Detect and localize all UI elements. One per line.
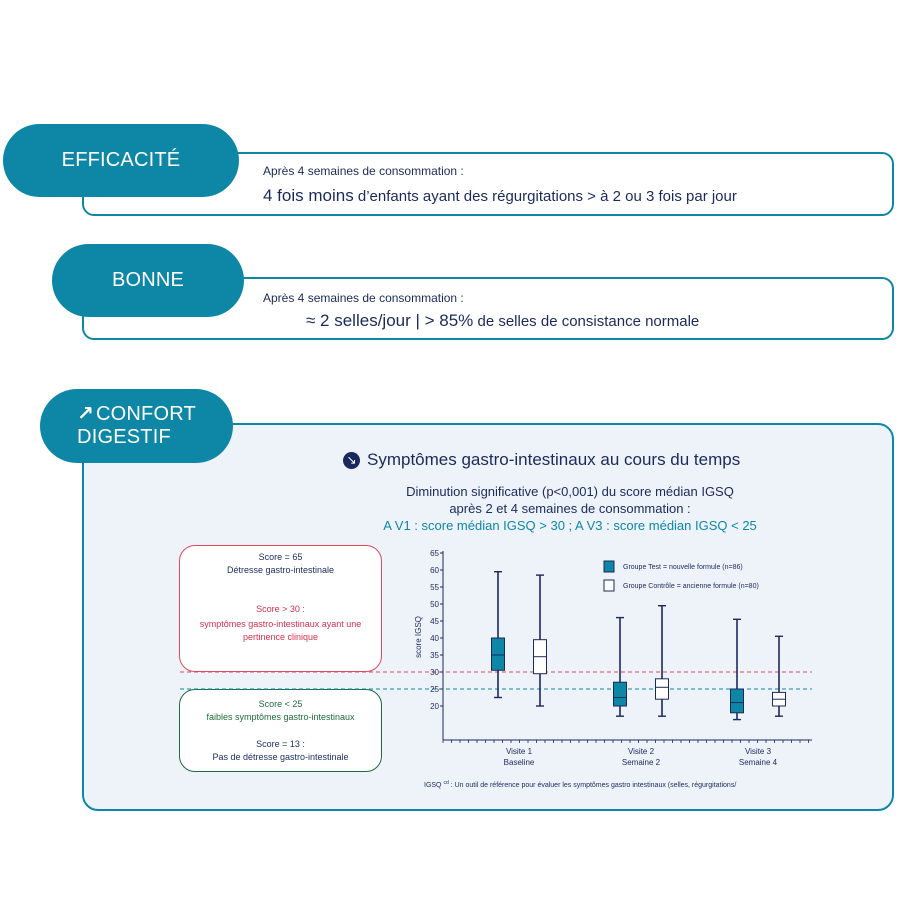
box-iqr: [491, 637, 505, 671]
x-label-period-1: Baseline: [504, 758, 535, 767]
x-label-visit-1: Visite 1: [506, 747, 533, 756]
chart-boxes: [491, 571, 786, 721]
confort-label-line1: CONFORT: [96, 403, 196, 425]
footnote: IGSQ cd : Un outil de référence pour éva…: [424, 780, 736, 789]
clinical-relevance-label: pertinence clinique: [242, 632, 319, 642]
box-control-visit-2: [655, 605, 669, 717]
score-13-label: Score = 13 :: [256, 739, 305, 749]
legend-swatch-test: [603, 560, 615, 573]
down-right-arrow-icon: ↘: [343, 451, 360, 469]
score-low-box: Score < 25 faibles symptômes gastro-inte…: [179, 689, 382, 772]
footnote-sup: cd: [443, 780, 449, 786]
efficacite-highlight: 4 fois moins: [263, 186, 354, 205]
y-tick-label-60: 60: [430, 566, 439, 575]
box-test-visit-3: [730, 618, 744, 721]
confort-pill: ↗CONFORT DIGESTIF: [40, 389, 233, 463]
score-high-box: Score = 65 Détresse gastro-intestinale S…: [179, 545, 382, 672]
score-30-label: Score > 30 :: [256, 604, 305, 614]
y-tick-label-30: 30: [430, 668, 439, 677]
efficacite-pill: EFFICACITÉ: [3, 124, 239, 197]
y-tick-label-45: 45: [430, 617, 439, 626]
trend-up-arrow-icon: ↗: [77, 403, 95, 425]
footnote-igsq: IGSQ: [424, 782, 443, 789]
x-label-period-3: Semaine 4: [739, 758, 778, 767]
bonne-label: BONNE: [111, 269, 185, 291]
score-25-label: Score < 25: [258, 699, 303, 709]
efficacite-intro: Après 4 semaines de consommation :: [263, 164, 464, 178]
chart-subtitle-1: Diminution significative (p<0,001) du sc…: [406, 484, 734, 499]
bonne-intro: Après 4 semaines de consommation :: [263, 291, 464, 305]
chart-title: Symptômes gastro-intestinaux au cours du…: [367, 450, 741, 469]
chart-subtitle-3: A V1 : score médian IGSQ > 30 ; A V3 : s…: [383, 518, 757, 533]
bonne-statement: ≈ 2 selles/jour | > 85% de selles de con…: [306, 311, 699, 331]
box-test-visit-2: [613, 616, 627, 717]
no-distress-label: Pas de détresse gastro-intestinale: [212, 752, 349, 762]
bonne-highlight: ≈ 2 selles/jour | > 85%: [306, 311, 474, 330]
y-tick-label-35: 35: [430, 651, 439, 660]
x-label-visit-3: Visite 3: [745, 747, 772, 756]
low-symptoms-label: faibles symptômes gastro-intestinaux: [206, 712, 355, 722]
y-tick-label-55: 55: [430, 583, 439, 592]
chart-subtitle-2: après 2 et 4 semaines de consommation :: [449, 501, 691, 516]
confort-label-line2: DIGESTIF: [77, 426, 171, 448]
efficacite-text: d’enfants ayant des régurgitations > à 2…: [353, 188, 737, 205]
y-tick-label-25: 25: [430, 685, 439, 694]
legend-label-control: Groupe Contrôle = ancienne formule (n=80…: [623, 583, 759, 590]
confort-label: ↗CONFORT DIGESTIF: [77, 403, 196, 449]
legend-swatch-control: [603, 579, 615, 592]
x-label-period-2: Semaine 2: [622, 758, 661, 767]
box-test-visit-1: [491, 571, 505, 699]
box-control-visit-3: [772, 635, 786, 717]
distress-label: Détresse gastro-intestinale: [226, 565, 335, 575]
threshold-lines: [180, 671, 812, 690]
x-label-visit-2: Visite 2: [628, 747, 655, 756]
efficacite-statement: 4 fois moins d’enfants ayant des régurgi…: [263, 186, 737, 206]
box-control-visit-1: [533, 574, 547, 707]
y-tick-label-65: 65: [430, 549, 439, 558]
bonne-text: de selles de consistance normale: [473, 313, 700, 330]
footnote-rest: : Un outil de référence pour évaluer les…: [449, 782, 737, 789]
bonne-pill: BONNE: [52, 244, 244, 317]
y-tick-label-40: 40: [430, 634, 439, 643]
box-iqr: [613, 681, 627, 707]
clinical-symptoms-label: symptômes gastro-intestinaux ayant une: [199, 619, 362, 629]
chart-legend: Groupe Test = nouvelle formule (n=86) Gro…: [603, 560, 759, 592]
y-tick-label-50: 50: [430, 600, 439, 609]
box-iqr: [730, 688, 744, 714]
box-iqr: [655, 678, 669, 700]
y-axis-label: score IGSQ: [414, 616, 423, 658]
score-65-label: Score = 65: [258, 552, 303, 562]
chart-title-row: ↘ Symptômes gastro-intestinaux au cours …: [343, 450, 740, 470]
y-tick-label-20: 20: [430, 702, 439, 711]
legend-label-test: Groupe Test = nouvelle formule (n=86): [623, 564, 743, 571]
efficacite-label: EFFICACITÉ: [61, 149, 181, 171]
